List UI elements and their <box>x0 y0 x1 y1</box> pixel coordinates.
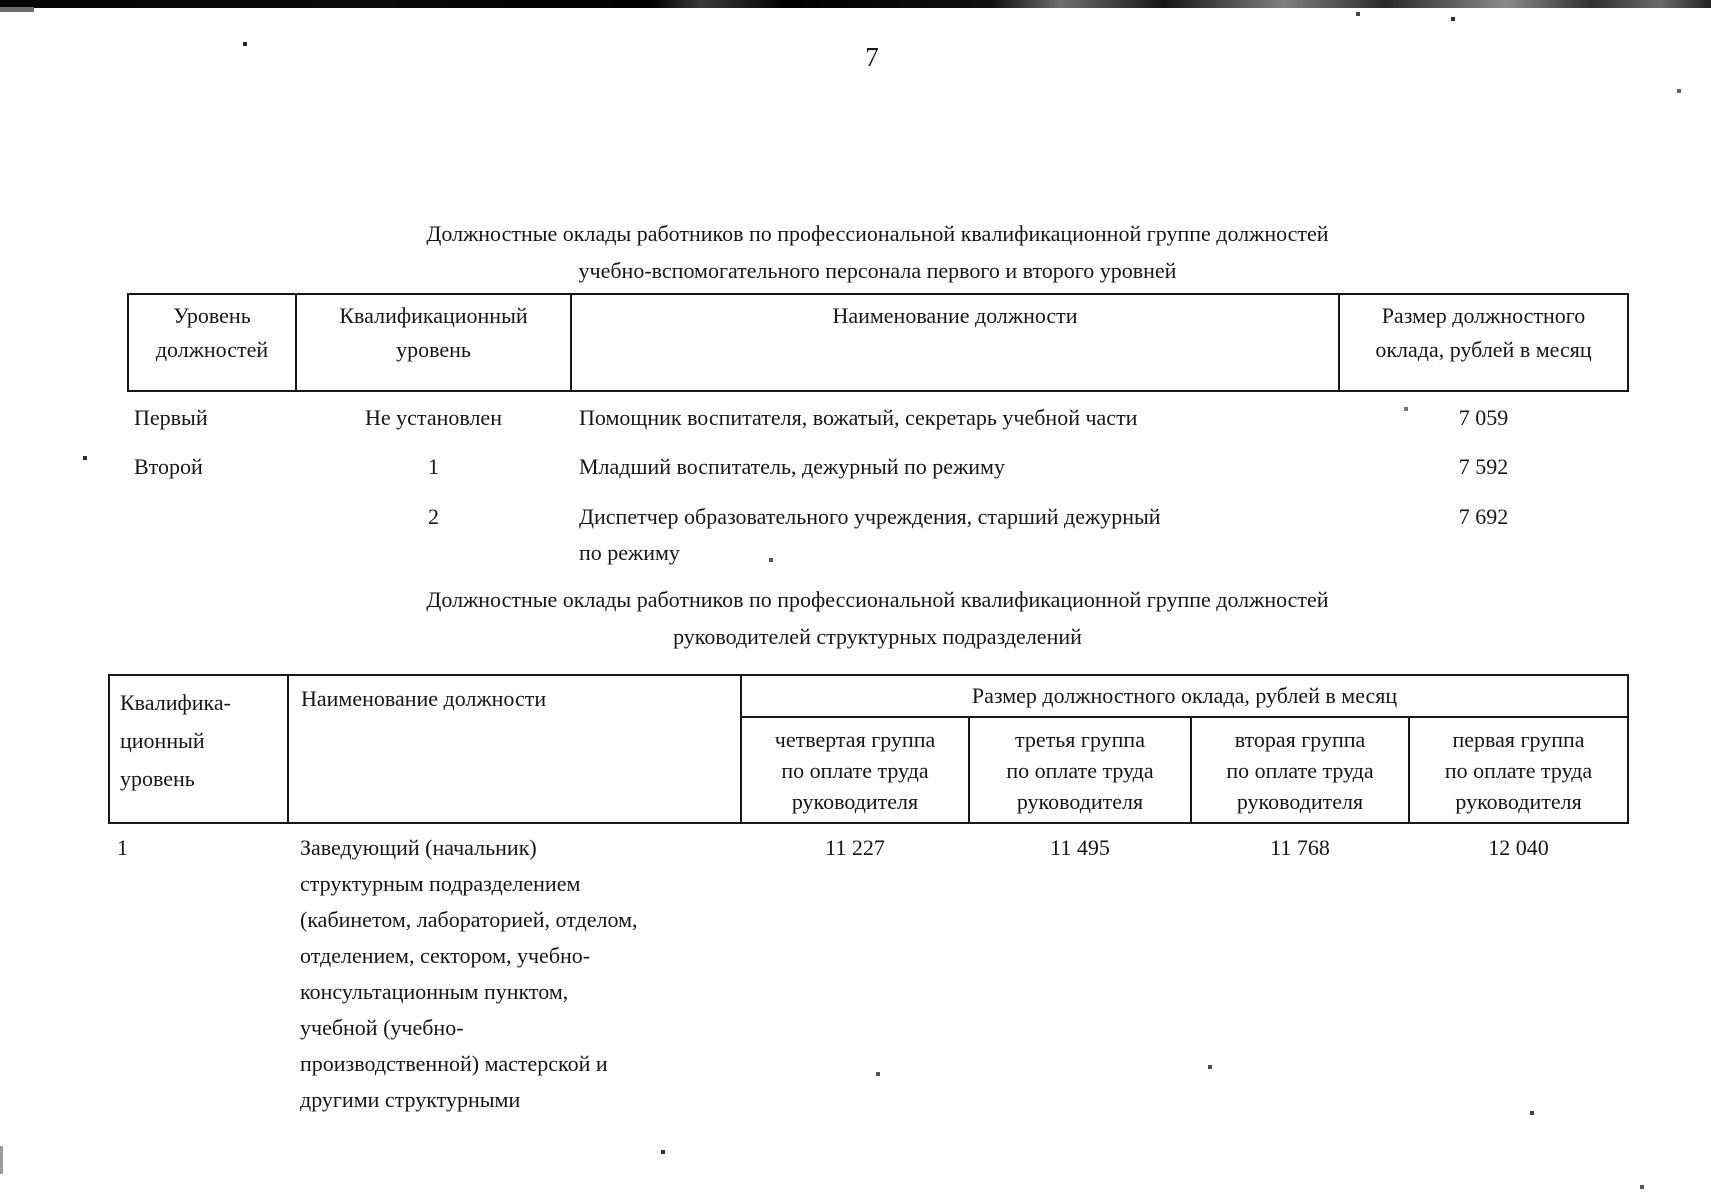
cell-level <box>128 491 296 571</box>
scan-speckles <box>0 0 2 2</box>
cell-position: Младший воспитатель, дежурный по режиму <box>579 454 1005 479</box>
section2-title: Должностные оклады работников по професс… <box>426 587 1329 649</box>
cell-salary: 7 692 <box>1458 504 1509 529</box>
cell-position: Помощник воспитателя, вожатый, секретарь… <box>579 405 1138 430</box>
cell-qual: 1 <box>428 454 439 479</box>
table1-header-salary: Размер должностного оклада, рублей в мес… <box>1338 293 1629 392</box>
table-row: Второй 1 Младший воспитатель, дежурный п… <box>128 441 1628 491</box>
page-number: 7 <box>865 42 879 72</box>
table1-header-level: Уровень должностей <box>127 293 297 392</box>
cell-level: Первый <box>134 405 208 430</box>
scan-artifact-notch <box>0 7 34 12</box>
scan-edge-mark <box>0 1146 3 1174</box>
table2-header-row-groups: четвертая группа по оплате труда руковод… <box>109 716 1630 824</box>
table2-header-position: Наименование должности <box>287 674 742 824</box>
cell-qual: 1 <box>117 835 128 860</box>
table-row: Первый Не установлен Помощник воспитател… <box>128 391 1628 441</box>
table1-header-position: Наименование должности <box>570 293 1340 392</box>
salary-table-department-heads: Квалифика- ционный уровень Наименование … <box>108 674 1630 1118</box>
cell-salary-group-1: 12 040 <box>1488 835 1549 860</box>
cell-position: Заведующий (начальник) структурным подра… <box>300 835 638 1112</box>
scan-artifact-bar <box>0 0 1711 8</box>
table2-header-row-top: Квалифика- ционный уровень Наименование … <box>108 674 1630 824</box>
table-row: 1 Заведующий (начальник) структурным под… <box>109 823 1628 1118</box>
table2-header-group-1: первая группа по оплате труда руководите… <box>1407 716 1630 824</box>
cell-position: Диспетчер образовательного учреждения, с… <box>579 504 1161 565</box>
salary-table-support-staff: Уровень должностей Квалификационный уров… <box>127 293 1629 571</box>
cell-salary-group-3: 11 495 <box>1050 835 1110 860</box>
table2-header-group-4: четвертая группа по оплате труда руковод… <box>740 716 970 824</box>
table2-header-qual: Квалифика- ционный уровень <box>108 674 289 824</box>
cell-qual: 2 <box>428 504 439 529</box>
table-row: 2 Диспетчер образовательного учреждения,… <box>128 491 1628 571</box>
cell-salary-group-4: 11 227 <box>825 835 885 860</box>
cell-salary: 7 059 <box>1458 405 1509 430</box>
table2-header-group-2: вторая группа по оплате труда руководите… <box>1190 716 1410 824</box>
cell-salary: 7 592 <box>1458 454 1509 479</box>
section1-title: Должностные оклады работников по професс… <box>426 221 1329 283</box>
table1-header-qual: Квалификационный уровень <box>295 293 572 392</box>
cell-qual: Не установлен <box>365 405 502 430</box>
table2-header-group-3: третья группа по оплате труда руководите… <box>968 716 1192 824</box>
cell-salary-group-2: 11 768 <box>1270 835 1330 860</box>
cell-level: Второй <box>134 454 203 479</box>
table1-header-row: Уровень должностей Квалификационный уров… <box>127 293 1629 392</box>
table2-header-salary-span: Размер должностного оклада, рублей в мес… <box>739 674 1630 718</box>
